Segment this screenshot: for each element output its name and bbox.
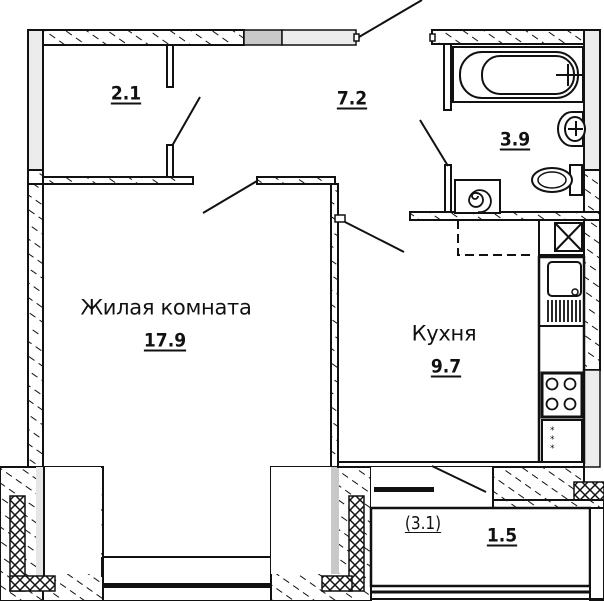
washing-machine: [454, 179, 501, 214]
entrance-door: [358, 0, 423, 38]
storage-partition: [42, 44, 201, 185]
top-wall: [27, 29, 360, 46]
svg-text:*: *: [550, 426, 555, 436]
living-room-top-partition: [202, 176, 336, 214]
ventilation-shaft: [538, 219, 585, 256]
stove: [540, 371, 584, 419]
balcony: [337, 461, 604, 601]
living-room-name: Жилая комната: [80, 295, 252, 320]
balcony-full-area-label: (3.1): [404, 513, 442, 534]
svg-text:*: *: [550, 444, 555, 454]
living-room-area-label: 17.9: [143, 329, 187, 352]
living-room-window: [102, 556, 272, 601]
svg-text:*: *: [550, 435, 555, 445]
bathroom-walls: [409, 29, 601, 221]
bathroom-area-label: 3.9: [499, 128, 531, 151]
storage-area-label: 2.1: [110, 82, 142, 105]
fridge: * * *: [541, 419, 583, 463]
kitchen-sink: [539, 261, 584, 327]
toilet: [531, 164, 583, 196]
bathtub: [452, 46, 584, 103]
bottom-wall-right: [9, 466, 372, 601]
kitchen-name: Кухня: [411, 321, 477, 346]
hallway-area-label: 7.2: [336, 87, 368, 110]
left-window-storage: [27, 29, 44, 185]
kitchen-area-label: 9.7: [430, 355, 462, 378]
balcony-area-label: 1.5: [486, 524, 518, 547]
kitchen-walls: [457, 219, 601, 468]
living-room-walls: [27, 183, 405, 468]
washbasin: [557, 111, 586, 147]
